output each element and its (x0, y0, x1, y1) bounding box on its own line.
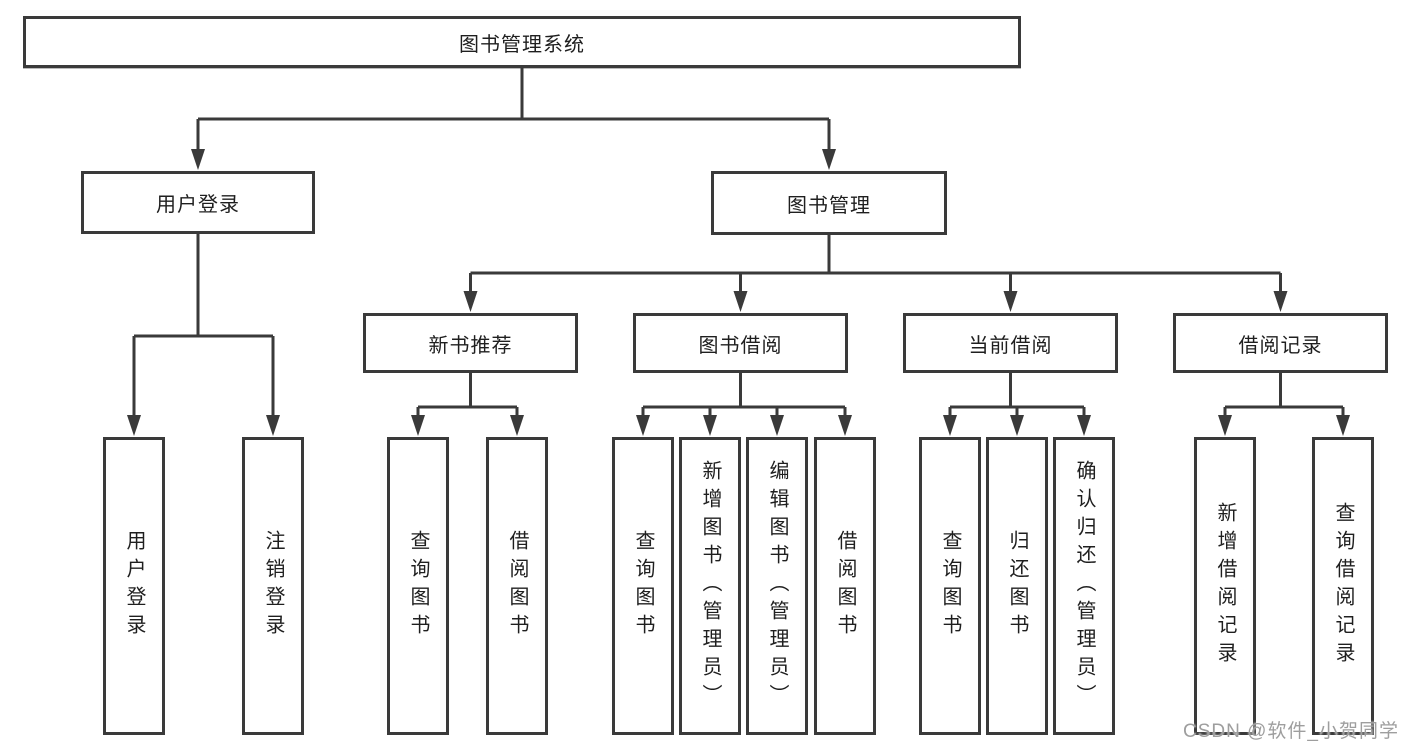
leaf-label: 查询图书 (939, 530, 961, 642)
node-library-management-system: 图书管理系统 (23, 16, 1021, 68)
leaf-query-borrow-record: 查询借阅记录 (1312, 437, 1374, 735)
leaf-query-books: 查询图书 (919, 437, 981, 735)
node-label: 借阅记录 (1238, 334, 1323, 357)
node-label: 新书推荐 (428, 334, 513, 357)
leaf-label: 用户登录 (123, 530, 145, 642)
leaf-confirm-return-admin: 确认归还（管理员） (1053, 437, 1115, 735)
node-label: 图书管理 (787, 194, 871, 217)
node-label: 用户登录 (156, 194, 240, 216)
node-label: 图书管理系统 (459, 33, 585, 56)
leaf-label: 借阅图书 (506, 530, 528, 642)
node-book-management: 图书管理 (711, 171, 947, 235)
leaf-add-borrow-record: 新增借阅记录 (1194, 437, 1256, 735)
leaf-label: 新增借阅记录 (1214, 502, 1236, 670)
watermark: CSDN @软件_小贺同学 (1183, 721, 1399, 742)
leaf-label: 查询图书 (632, 530, 654, 642)
leaf-label: 确认归还（管理员） (1073, 460, 1095, 712)
leaf-add-books-admin: 新增图书（管理员） (679, 437, 741, 735)
leaf-label: 新增图书（管理员） (699, 460, 721, 712)
leaf-label: 注销登录 (262, 530, 284, 642)
leaf-borrow-books: 借阅图书 (486, 437, 548, 735)
node-borrowing-records: 借阅记录 (1173, 313, 1388, 373)
leaf-label: 查询图书 (407, 530, 429, 642)
leaf-label: 借阅图书 (834, 530, 856, 642)
node-new-book-recommendation: 新书推荐 (363, 313, 578, 373)
leaf-query-books: 查询图书 (387, 437, 449, 735)
leaf-logout: 注销登录 (242, 437, 304, 735)
node-label: 当前借阅 (968, 334, 1053, 357)
node-current-borrowing: 当前借阅 (903, 313, 1118, 373)
node-book-borrowing: 图书借阅 (633, 313, 848, 373)
node-label: 图书借阅 (698, 334, 783, 357)
leaf-label: 归还图书 (1006, 530, 1028, 642)
leaf-query-books: 查询图书 (612, 437, 674, 735)
leaf-label: 查询借阅记录 (1332, 502, 1354, 670)
node-user-login: 用户登录 (81, 171, 315, 234)
leaf-user-login: 用户登录 (103, 437, 165, 735)
leaf-label: 编辑图书（管理员） (766, 460, 788, 712)
leaf-edit-books-admin: 编辑图书（管理员） (746, 437, 808, 735)
leaf-borrow-books: 借阅图书 (814, 437, 876, 735)
leaf-return-books: 归还图书 (986, 437, 1048, 735)
